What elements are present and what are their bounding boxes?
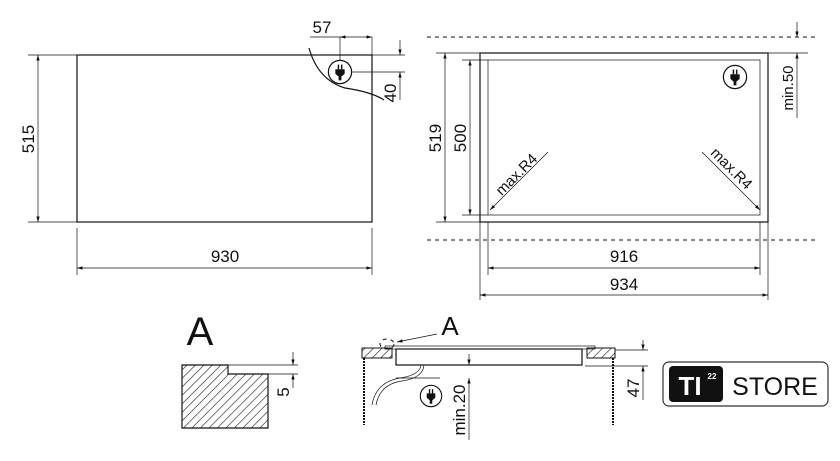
outer-width-dimension: 934 bbox=[610, 275, 638, 294]
section-view: A min.20 47 bbox=[361, 311, 648, 440]
depth-dimension: 515 bbox=[19, 125, 38, 153]
plug-offset-y: 40 bbox=[381, 84, 400, 103]
plug-offset-x: 57 bbox=[313, 18, 332, 37]
cutout-view: 519 500 min.50 max.R4 max.R4 916 934 bbox=[426, 22, 815, 300]
logo-superscript: 22 bbox=[708, 372, 717, 381]
height-dimension: 47 bbox=[624, 379, 643, 398]
tistore-logo: TI 22 STORE bbox=[662, 361, 829, 407]
hob-top-view: 515 930 57 40 bbox=[19, 18, 405, 275]
plug-icon bbox=[327, 59, 353, 85]
step-dimension: 5 bbox=[274, 387, 293, 396]
plug-icon bbox=[722, 64, 748, 90]
min-below-dimension: min.20 bbox=[450, 384, 469, 435]
radius-right-label: max.R4 bbox=[707, 145, 756, 194]
logo-brand: TI bbox=[678, 371, 701, 401]
detail-a: A 5 bbox=[181, 310, 298, 429]
width-dimension: 930 bbox=[211, 247, 239, 266]
detail-title: A bbox=[187, 310, 214, 354]
plug-icon bbox=[419, 384, 443, 408]
logo-word: STORE bbox=[732, 373, 818, 401]
inner-depth-dimension: 500 bbox=[451, 124, 470, 152]
min-clearance-dimension: min.50 bbox=[780, 65, 797, 110]
outer-depth-dimension: 519 bbox=[426, 124, 445, 152]
inner-width-dimension: 916 bbox=[610, 247, 638, 266]
radius-left-label: max.R4 bbox=[493, 151, 542, 200]
detail-ref-label: A bbox=[441, 311, 459, 341]
